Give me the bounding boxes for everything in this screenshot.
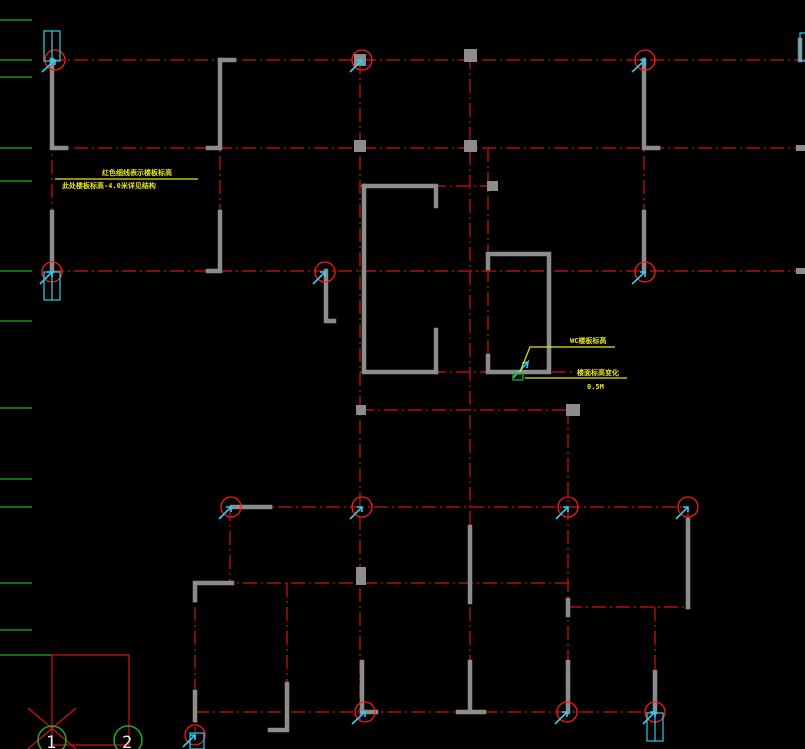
leader-arrows <box>39 59 689 748</box>
column <box>566 404 580 416</box>
wall <box>455 659 487 715</box>
wall <box>361 183 439 375</box>
column-marker <box>354 701 376 723</box>
column-marker <box>220 496 242 518</box>
wall <box>323 268 337 324</box>
walls <box>49 37 803 733</box>
annotation-leaders <box>55 178 627 381</box>
column <box>464 140 477 152</box>
leader-arrow-icon <box>349 506 363 520</box>
column-marker <box>557 496 579 518</box>
leader-arrow-icon <box>555 506 569 520</box>
annotation-a-line2: 此处楼板标高-4.0米详见结构 <box>62 181 156 190</box>
column-marker <box>634 261 656 283</box>
column <box>796 145 805 151</box>
annotation-line <box>519 346 615 373</box>
wall <box>641 57 661 151</box>
leader-arrow-icon <box>675 506 689 520</box>
wall <box>192 580 235 603</box>
leader-arrow-icon <box>351 711 366 725</box>
wall <box>49 57 69 151</box>
leader-arrow-icon <box>349 59 363 73</box>
annotation-b-line1: WC楼板标高 <box>570 336 606 345</box>
grid-axis-label-1: 1 <box>46 733 56 749</box>
column-blocks <box>354 49 805 585</box>
column-marker <box>314 261 336 283</box>
axis-frame <box>51 654 130 746</box>
wall <box>205 209 223 274</box>
leader-arrow-icon <box>554 711 568 725</box>
annotation-b-line3: 0.5M <box>587 383 604 391</box>
shaft-marker <box>189 732 205 749</box>
leader-arrow-icon <box>312 271 326 285</box>
wall <box>361 183 439 209</box>
column-marker <box>556 701 578 723</box>
column-markers <box>41 49 699 746</box>
shaft-marker <box>799 32 805 62</box>
annotation-a-line1: 红色细线表示楼板标高 <box>102 168 172 177</box>
column <box>796 268 805 274</box>
column <box>487 181 498 191</box>
annotation-b-line2: 楼面标高变化 <box>577 368 619 377</box>
column-marker <box>184 724 206 746</box>
leader-arrow-icon <box>218 506 232 520</box>
column-marker <box>677 496 699 518</box>
column-marker <box>634 49 656 71</box>
column <box>354 140 366 152</box>
grid-axis-bubble-2 <box>113 725 143 749</box>
column <box>356 405 366 415</box>
elevation-tag <box>512 373 524 381</box>
column-marker <box>351 496 373 518</box>
left-dimension-ticks <box>0 19 52 656</box>
column-marker <box>44 49 66 71</box>
wall <box>205 57 223 151</box>
column-marker <box>351 49 373 71</box>
axis-lines <box>50 40 805 740</box>
leader-arrow-icon <box>182 734 196 748</box>
wall <box>485 251 552 375</box>
column <box>356 567 366 585</box>
grid-axis-label-2: 2 <box>122 733 132 749</box>
cyan-markers <box>43 30 805 749</box>
column <box>464 49 477 62</box>
axis-bubble-area: 1 2 <box>27 654 143 749</box>
wall <box>359 659 379 715</box>
leader-arrow-icon <box>631 59 646 73</box>
wall <box>267 681 290 733</box>
leader-arrow-icon <box>512 359 530 379</box>
leader-arrow-icon <box>631 271 646 285</box>
grid-axis-bubble-1 <box>37 725 67 749</box>
axis-cross <box>27 707 77 749</box>
